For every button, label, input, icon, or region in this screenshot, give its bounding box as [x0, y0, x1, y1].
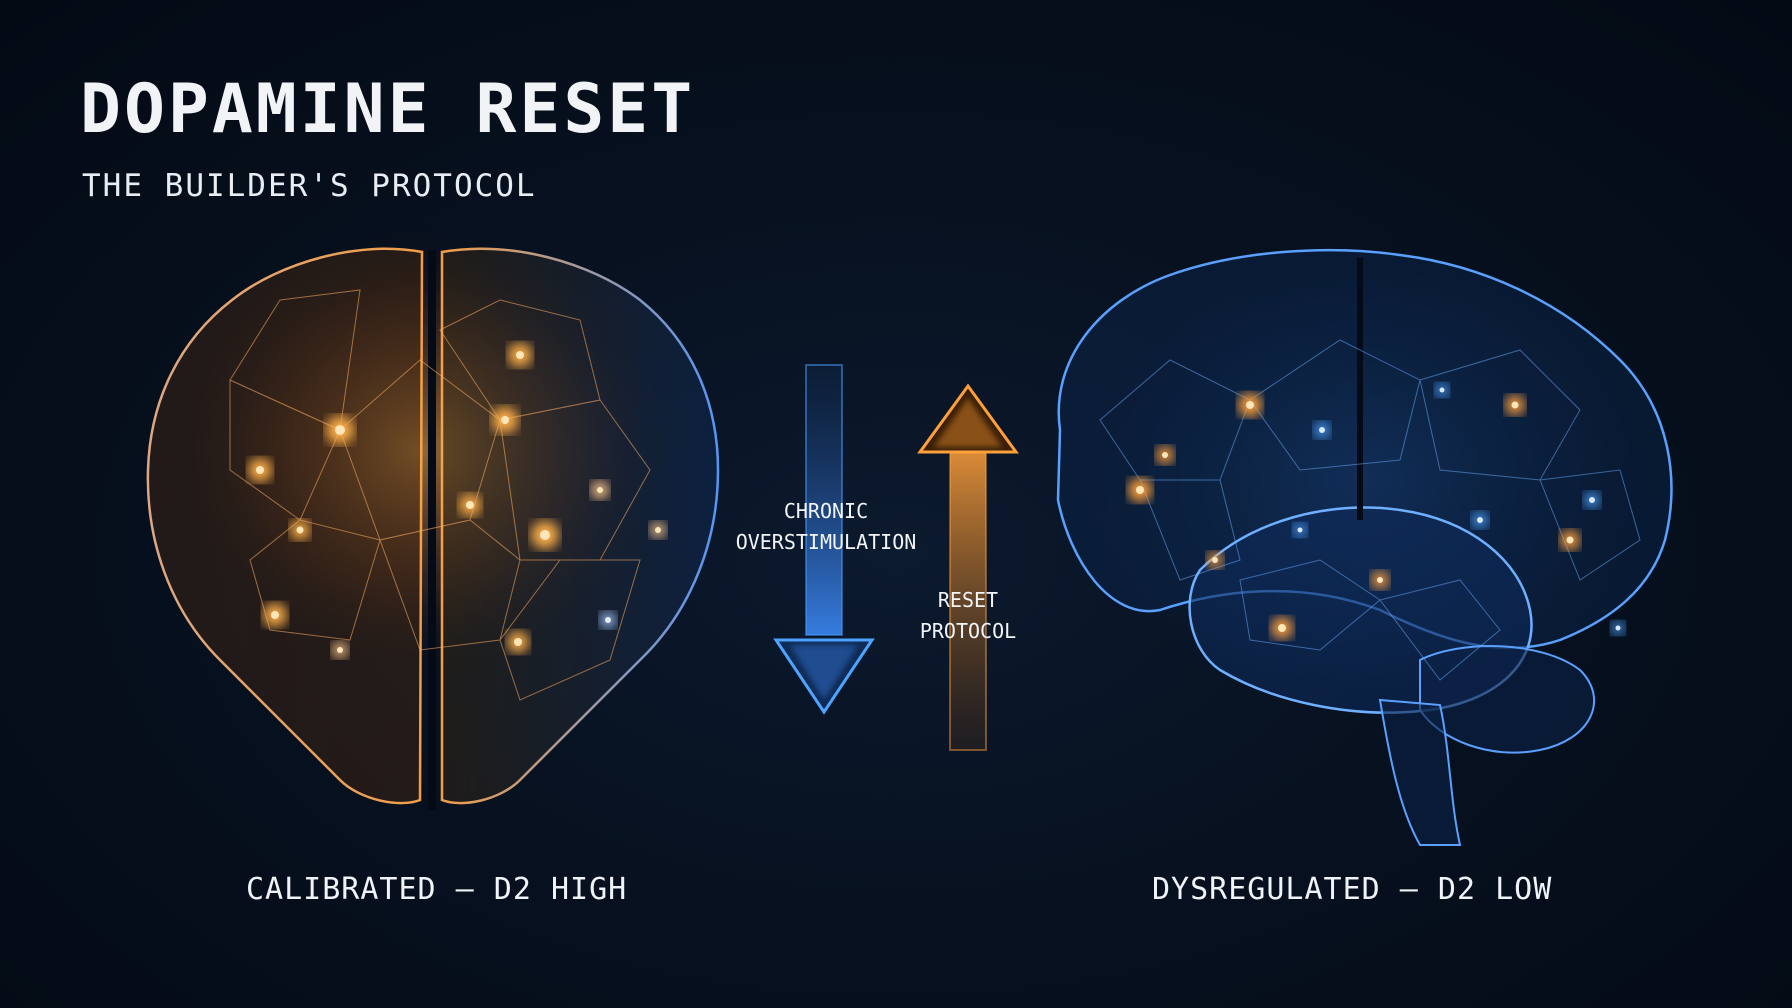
left-brain: [146, 220, 720, 810]
right-hemisphere: [440, 247, 720, 805]
page-title: DOPAMINE RESET: [80, 70, 696, 149]
up-arrow: [917, 383, 1019, 751]
brain-stem: [1378, 698, 1462, 846]
down-arrow-label: CHRONIC OVERSTIMULATION: [726, 496, 926, 558]
right-brain: [1056, 230, 1673, 846]
up-arrow-label: RESET PROTOCOL: [888, 585, 1048, 647]
right-brain-network: [1099, 339, 1641, 681]
cerebellum: [1419, 645, 1596, 754]
left-brain-caption: CALIBRATED — D2 HIGH: [246, 872, 628, 907]
down-arrow-label-line1: CHRONIC: [783, 499, 869, 523]
up-arrow-label-line1: RESET: [937, 588, 999, 612]
down-arrow-label-line2: OVERSTIMULATION: [735, 530, 917, 554]
left-hemisphere: [146, 247, 424, 805]
right-brain-nodes: [1128, 383, 1625, 639]
down-arrow: [773, 364, 875, 715]
up-arrow-label-line2: PROTOCOL: [919, 619, 1017, 643]
page-subtitle: THE BUILDER'S PROTOCOL: [82, 168, 537, 204]
left-brain-nodes: [248, 343, 666, 658]
right-brain-caption: DYSREGULATED — D2 LOW: [1152, 872, 1553, 907]
